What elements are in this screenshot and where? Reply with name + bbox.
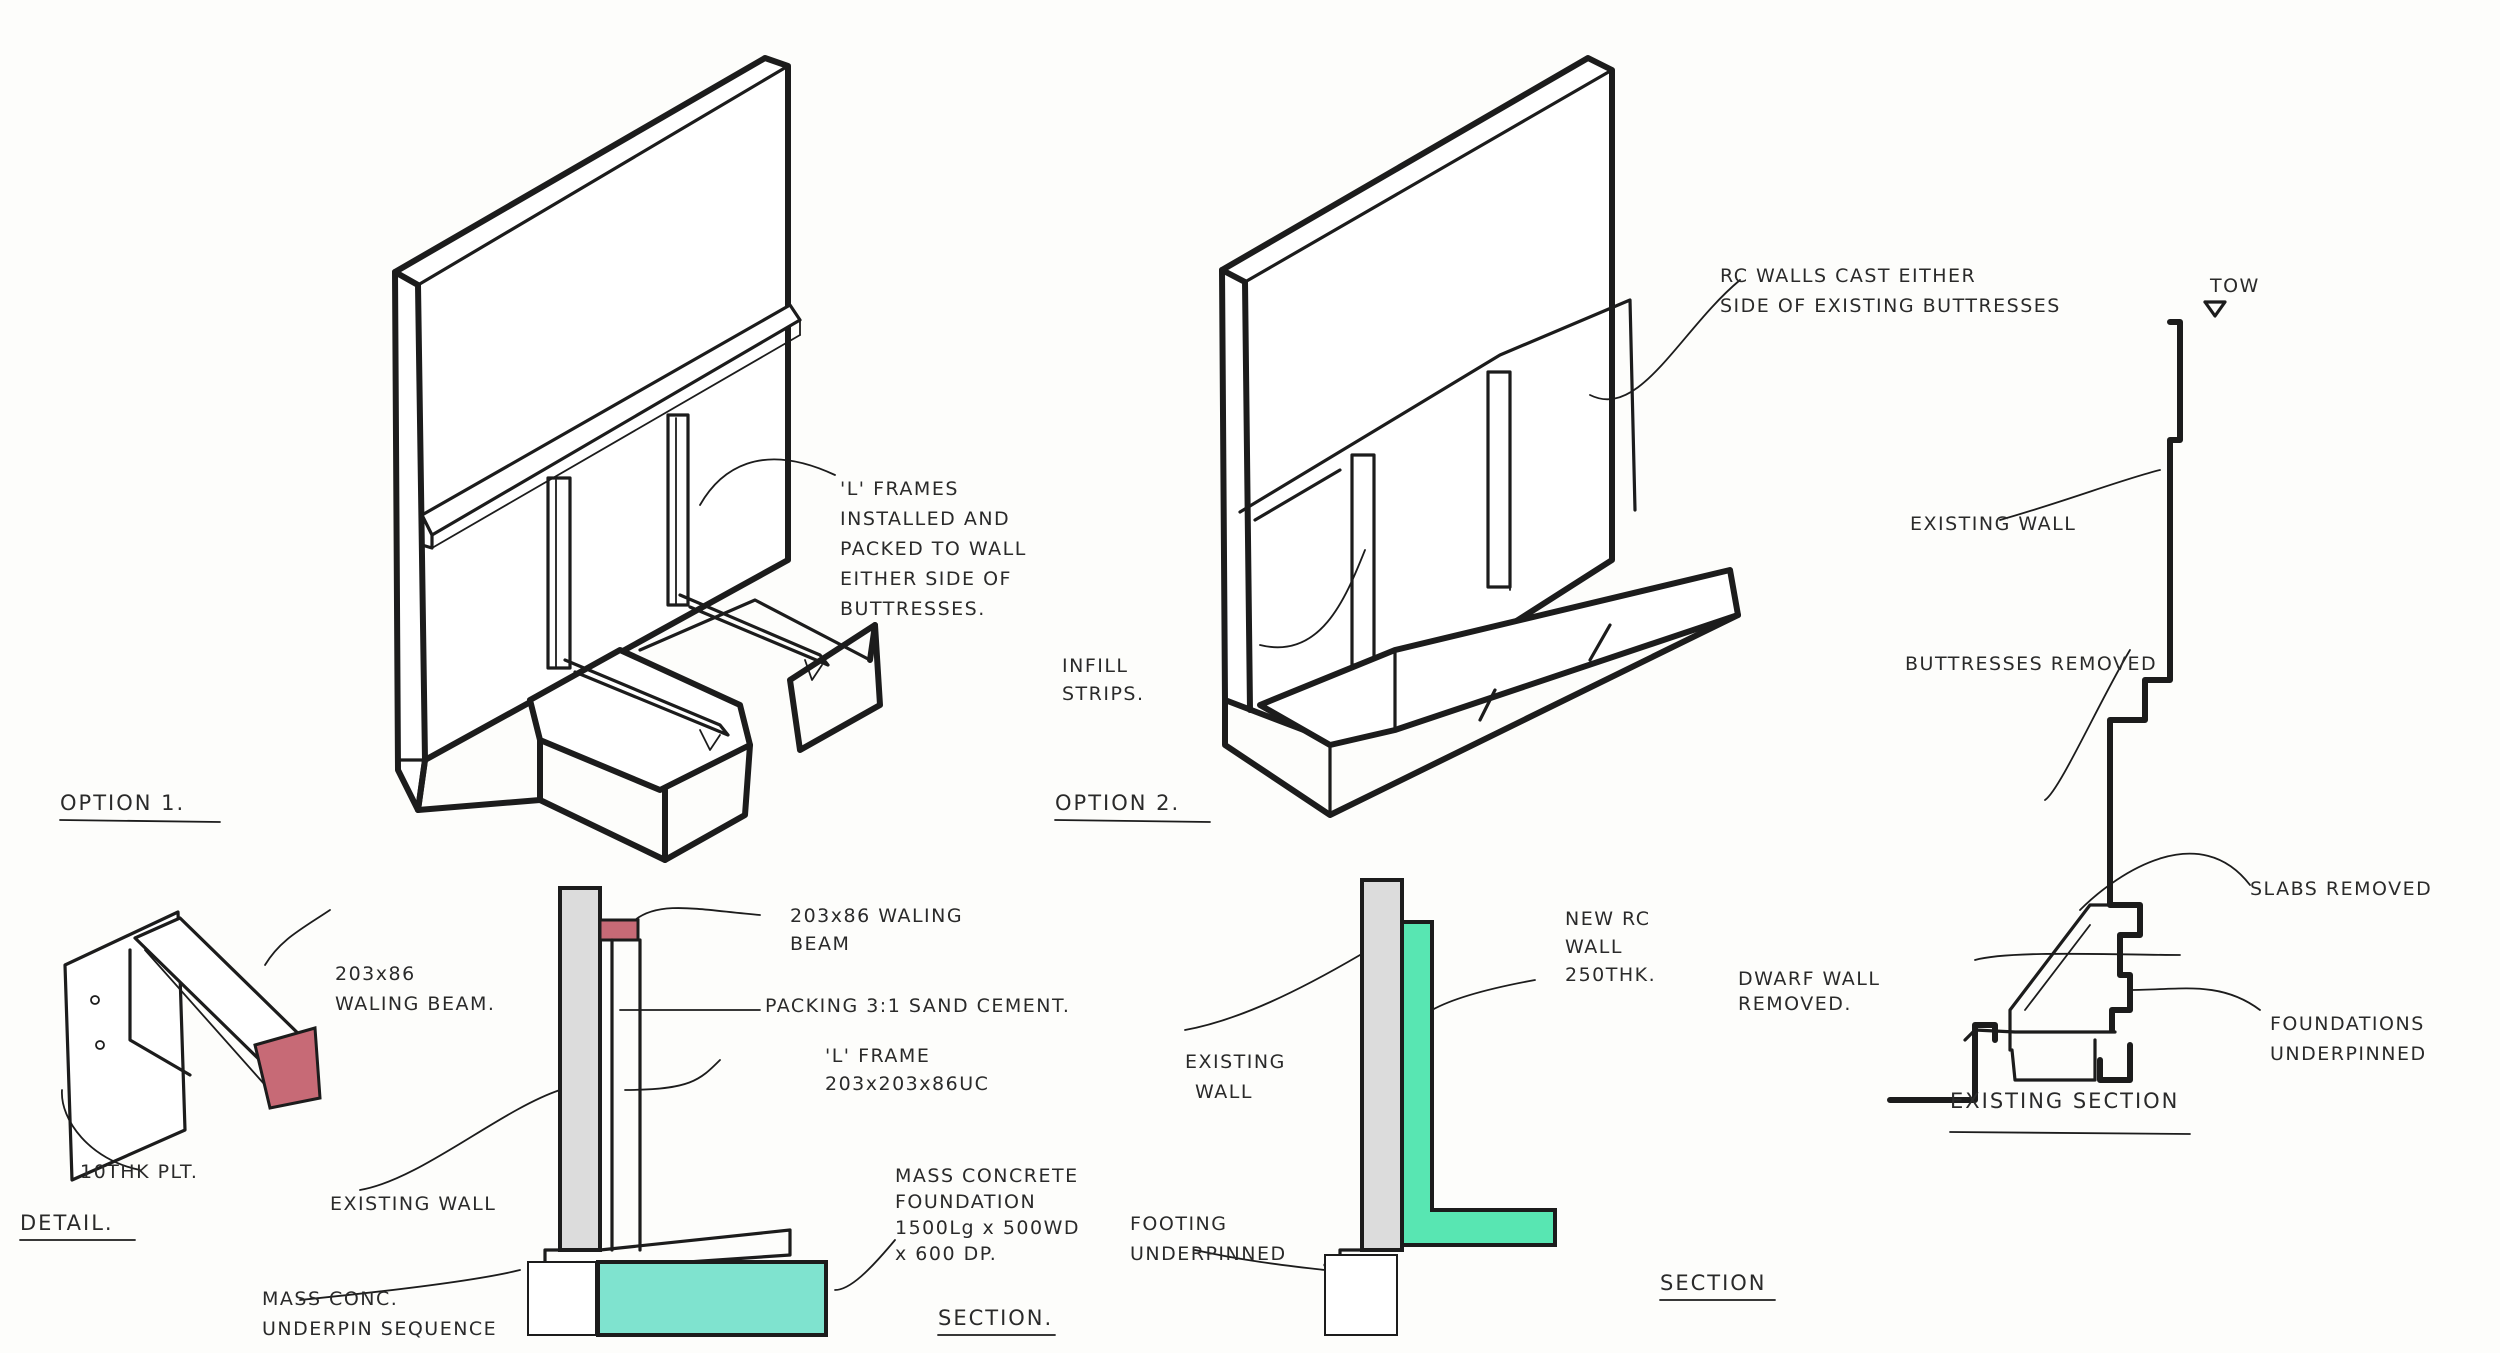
new-wall-line-3: 250THK. [1565,964,1656,986]
dwarf-wall-line-2: REMOVED. [1738,993,1852,1015]
infill-line-1: INFILL [1062,655,1129,677]
waling-beam-section [598,918,640,942]
s2-existing-line-2: WALL [1195,1081,1253,1103]
title-section1: SECTION. [938,1306,1053,1330]
section2-sketch [1323,878,1557,1336]
titles: OPTION 1. OPTION 2. DETAIL. SECTION. SEC… [19,791,2191,1336]
existing-wall-label: EXISTING WALL [1910,513,2076,535]
section2-labels: NEW RC WALL 250THK. EXISTING WALL FOOTIN… [1130,908,1656,1265]
detail-plate-label: 10THK PLT. [80,1161,198,1183]
foundations-line-2: UNDERPINNED [2270,1043,2427,1065]
leader-lines [61,279,2261,1301]
waling-beam-end [253,1026,322,1110]
tow-label: TOW [2209,275,2260,297]
rc-walls-line-2: SIDE OF EXISTING BUTTRESSES [1720,295,2061,317]
new-wall-line-1: NEW RC [1565,908,1651,930]
lframe-line-2: 203x203x86UC [825,1073,989,1095]
footing-line-2: UNDERPINNED [1130,1243,1287,1265]
waling-line-2: BEAM [790,933,850,955]
option1-iso-sketch [392,55,883,863]
mass-concrete-foundation [596,1260,828,1337]
new-rc-wall-l [1400,920,1557,1247]
detail-labels: 203x86 WALING BEAM. 10THK PLT. [80,963,495,1183]
option2-iso-sketch [1219,55,1741,818]
foundation-line-3: 1500Lg x 500WD [895,1217,1080,1239]
footing-line-1: FOOTING [1130,1213,1227,1235]
existing-section-labels: TOW EXISTING WALL BUTTRESSES REMOVED SLA… [1738,275,2432,1065]
title-option2: OPTION 2. [1055,791,1180,815]
l-frames-line-3: PACKED TO WALL [840,538,1027,560]
s2-existing-line-1: EXISTING [1185,1051,1286,1073]
detail-beam-line-2: WALING BEAM. [335,993,495,1015]
dwarf-wall-line-1: DWARF WALL [1738,968,1880,990]
foundation-line-2: FOUNDATION [895,1191,1036,1213]
option2-labels: RC WALLS CAST EITHER SIDE OF EXISTING BU… [1062,265,2061,705]
l-frames-line-4: EITHER SIDE OF [840,568,1012,590]
title-option1: OPTION 1. [60,791,185,815]
existing-section-sketch [1887,319,2183,1103]
rc-walls-line-1: RC WALLS CAST EITHER [1720,265,1976,287]
slabs-removed-label: SLABS REMOVED [2250,878,2432,900]
section1-labels: 203x86 WALING BEAM PACKING 3:1 SAND CEME… [262,905,1080,1340]
buttresses-removed-label: BUTTRESSES REMOVED [1905,653,2157,675]
underpin-line-1: MASS CONC. [262,1288,398,1310]
infill-line-2: STRIPS. [1062,683,1145,705]
foundation-line-1: MASS CONCRETE [895,1165,1079,1187]
l-frames-line-1: 'L' FRAMES [840,478,959,500]
title-section2: SECTION [1660,1271,1767,1295]
title-existing-section: EXISTING SECTION [1950,1089,2179,1113]
s1-existing-wall-label: EXISTING WALL [330,1193,496,1215]
new-wall-line-2: WALL [1565,936,1623,958]
detail-sketch [63,910,322,1182]
waling-line-1: 203x86 WALING [790,905,963,927]
packing-label: PACKING 3:1 SAND CEMENT. [765,995,1070,1017]
detail-beam-line-1: 203x86 [335,963,416,985]
l-frames-line-2: INSTALLED AND [840,508,1010,530]
foundations-line-1: FOUNDATIONS [2270,1013,2425,1035]
section1-sketch [527,886,828,1337]
foundation-line-4: x 600 DP. [895,1243,997,1265]
title-detail: DETAIL. [20,1211,114,1235]
l-frames-line-5: BUTTRESSES. [840,598,986,620]
lframe-line-1: 'L' FRAME [825,1045,930,1067]
underpin-line-2: UNDERPIN SEQUENCE [262,1318,497,1340]
option1-labels: 'L' FRAMES INSTALLED AND PACKED TO WALL … [840,478,1027,620]
